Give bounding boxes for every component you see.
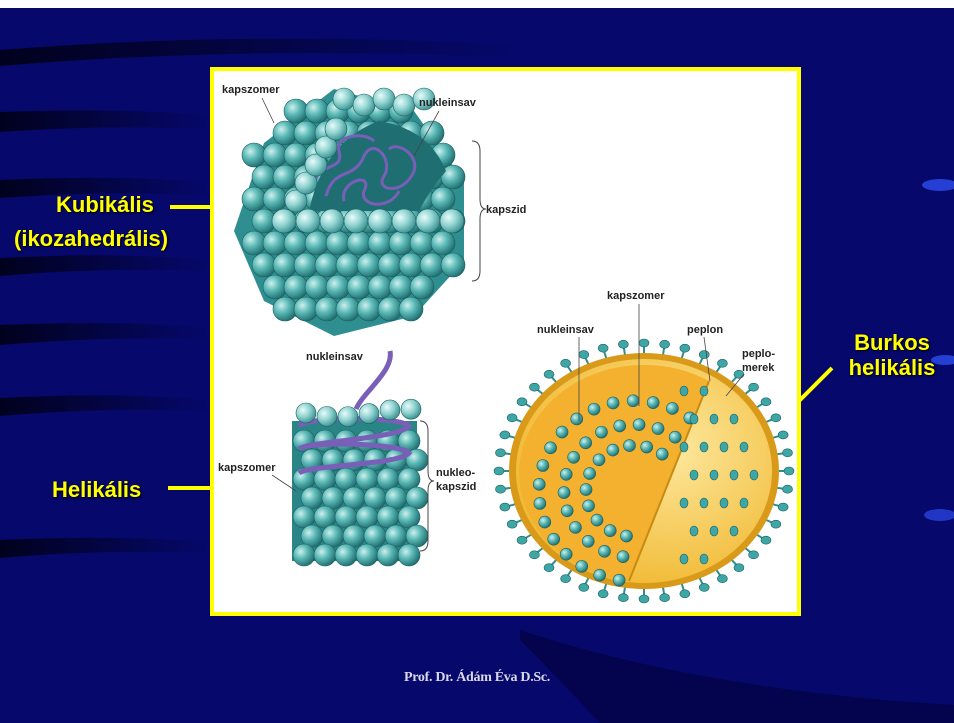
virus-diagram: kapszomer nukleinsav kapszid nukleinsav …	[214, 71, 797, 612]
label-cubic: Kubikális	[56, 192, 154, 217]
label-env-peplon: peplon	[687, 324, 723, 336]
label-env-capsomer: kapszomer	[607, 290, 665, 302]
label-cubic-capsomer: kapszomer	[222, 84, 280, 96]
label-enveloped-line2: helikális	[842, 355, 942, 380]
label-env-peplomers-2: merek	[742, 362, 775, 374]
label-cubic-line1: Kubikális	[56, 192, 154, 217]
label-cubic-capsid: kapszid	[486, 204, 526, 216]
label-helical-nucleic-acid: nukleinsav	[306, 351, 364, 363]
label-helical-capsomer: kapszomer	[218, 462, 276, 474]
label-nucleocapsid-2: kapszid	[436, 481, 476, 493]
label-enveloped: Burkos helikális	[842, 330, 942, 380]
helical-virus	[292, 351, 428, 566]
label-env-peplomers-1: peplo-	[742, 348, 775, 360]
diagram-panel: kapszomer nukleinsav kapszid nukleinsav …	[210, 67, 801, 616]
enveloped-virus	[494, 339, 794, 603]
label-cubic-line2: (ikozahedrális)	[14, 226, 168, 251]
footer-author: Prof. Dr. Ádám Éva D.Sc.	[0, 670, 954, 686]
label-cubic-sub: (ikozahedrális)	[14, 226, 168, 251]
label-nucleocapsid-1: nukleo-	[436, 467, 475, 479]
label-env-nucleic-acid: nukleinsav	[537, 324, 595, 336]
label-helical: Helikális	[52, 477, 141, 502]
icosahedral-virus	[234, 88, 465, 336]
label-cubic-nucleic-acid: nukleinsav	[419, 97, 477, 109]
label-helical-text: Helikális	[52, 477, 141, 502]
label-enveloped-line1: Burkos	[842, 330, 942, 355]
